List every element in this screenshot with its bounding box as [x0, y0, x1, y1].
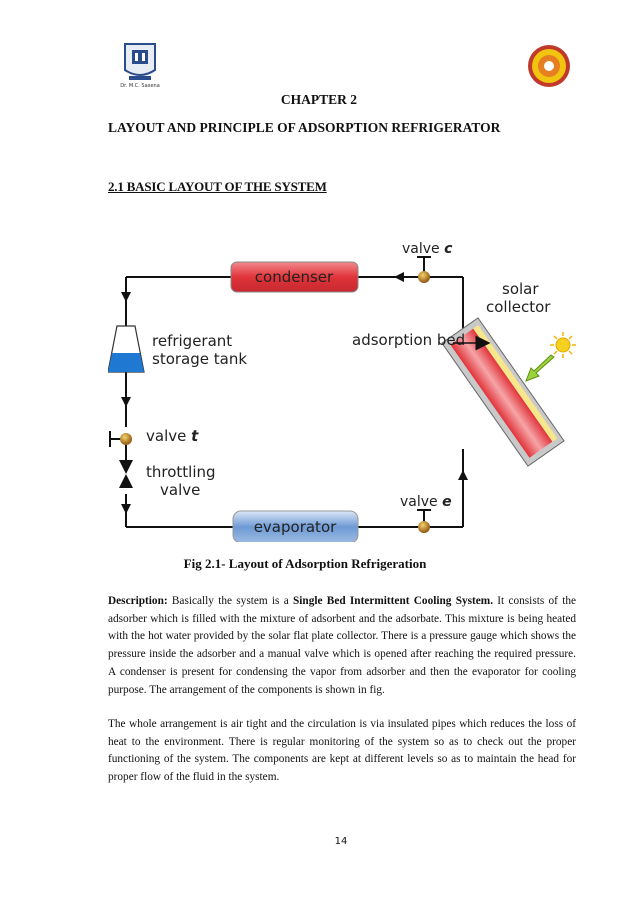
- tank-label-line1: refrigerant: [152, 332, 232, 350]
- institute-logo-right: [527, 44, 571, 88]
- evaporator-label: evaporator: [254, 518, 337, 536]
- valve-e-label: valve e: [400, 494, 452, 510]
- condenser-label: condenser: [255, 268, 334, 286]
- solar-label-line1: solar: [502, 280, 539, 298]
- figure-caption: Fig 2.1- Layout of Adsorption Refrigerat…: [183, 556, 427, 571]
- description-paragraph-2: The whole arrangement is air tight and t…: [108, 718, 576, 784]
- adsorption-refrigeration-diagram: condenser evaporator valve c valve e ref…: [107, 232, 598, 544]
- description-intro: Basically the system is a: [167, 595, 294, 607]
- throttling-label-line1: throttling: [146, 463, 216, 481]
- solar-label-line2: collector: [486, 298, 551, 316]
- left-logo-caption: Dr. M.C. Saxena: [120, 83, 160, 89]
- refrigerant-storage-tank: [107, 325, 145, 373]
- valve-t: [109, 431, 132, 447]
- adsorption-bed: [441, 317, 565, 467]
- page-number: 14: [334, 836, 348, 847]
- valve-e: [417, 509, 431, 533]
- adsorption-bed-label: adsorption bed: [352, 331, 465, 349]
- description-bold-phrase: Single Bed Intermittent Cooling System.: [293, 595, 494, 607]
- institute-logo-left: Dr. M.C. Saxena: [117, 40, 163, 90]
- chapter-number: CHAPTER 2: [280, 92, 358, 107]
- sunlight-arrow-icon: [525, 354, 555, 382]
- pipe-loop: [125, 276, 464, 528]
- valve-c-label: valve c: [402, 241, 453, 257]
- description-paragraph: Description: Basically the system is a S…: [108, 593, 576, 699]
- chapter-title: LAYOUT AND PRINCIPLE OF ADSORPTION REFRI…: [108, 120, 501, 135]
- condenser-unit: [230, 261, 359, 293]
- description-label: Description:: [108, 595, 168, 607]
- throttling-valve: [119, 445, 133, 488]
- tank-label-line2: storage tank: [152, 350, 247, 368]
- sun-icon: [550, 332, 576, 358]
- valve-t-label: valve t: [146, 427, 199, 445]
- description-rest: It consists of the adsorber which is fil…: [108, 595, 576, 696]
- throttling-label-line2: valve: [160, 481, 200, 499]
- valve-c: [417, 256, 431, 283]
- flow-arrows: [121, 272, 468, 514]
- section-heading: 2.1 BASIC LAYOUT OF THE SYSTEM: [108, 179, 327, 194]
